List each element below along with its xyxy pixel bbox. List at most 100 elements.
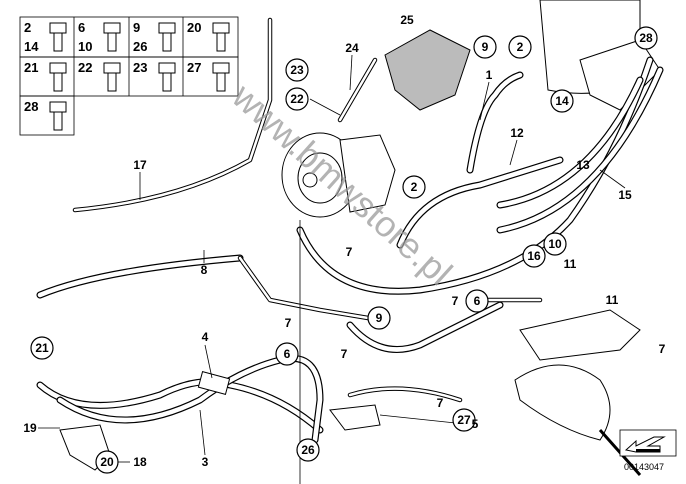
part-number-label: 8: [201, 263, 208, 277]
callout-c7d: 7: [341, 347, 348, 361]
legend-part-number: 2: [24, 20, 31, 35]
hose-clamp-icon: [49, 22, 67, 52]
part-number-label: 7: [346, 245, 353, 259]
callout-c9a: 9: [473, 35, 497, 59]
callout-c7b: 7: [452, 294, 459, 308]
callout-circle: [285, 58, 309, 82]
torx-bolt-icon: [49, 101, 67, 131]
callout-c6a: 6: [465, 289, 489, 313]
part-number-label: 4: [202, 330, 209, 344]
legend-part-number: 14: [24, 39, 39, 54]
part-number-label: 1: [486, 68, 493, 82]
callout-c27: 27: [452, 408, 476, 432]
part-number-label: 15: [618, 188, 632, 202]
callout-c9b: 9: [367, 306, 391, 330]
callout-c2a: 2: [508, 35, 532, 59]
legend-part-number: 22: [78, 60, 92, 75]
legend-cell: 28: [24, 99, 67, 131]
part-number-label: 7: [452, 294, 459, 308]
part-number-label: 26: [301, 443, 315, 457]
part-number-label: 2: [411, 180, 418, 194]
callout-c11b: 11: [606, 293, 619, 307]
callout-circle: [452, 408, 476, 432]
diagram-id: 00143047: [624, 462, 664, 472]
spacer-bolt-icon: [158, 62, 176, 92]
part-number-label: 20: [100, 455, 114, 469]
callout-circle: [296, 438, 320, 462]
callout-c8: 8: [201, 263, 208, 277]
legend-part-number: 26: [133, 39, 147, 54]
callout-c18: 18: [133, 455, 147, 469]
callout-circle: [550, 89, 574, 113]
callout-c21: 21: [30, 336, 54, 360]
part-number-label: 24: [345, 41, 359, 55]
part-number-label: 11: [564, 257, 577, 271]
callout-c23: 23: [285, 58, 309, 82]
callout-c13: 13: [576, 158, 590, 172]
part-number-label: 23: [290, 63, 304, 77]
part-number-label: 6: [474, 294, 481, 308]
part-number-label: 13: [576, 158, 590, 172]
reservoir: [539, 0, 661, 111]
part-number-label: 19: [23, 421, 37, 435]
part-number-label: 5: [472, 417, 479, 431]
callout-c19: 19: [23, 421, 37, 435]
legend-cell: 22: [78, 60, 121, 92]
fastener-legend: [19, 16, 239, 136]
banjo-bolt-icon: [212, 62, 230, 92]
part-number-label: 7: [285, 316, 292, 330]
callout-c1: 1: [486, 68, 493, 82]
part-number-label: 7: [659, 342, 666, 356]
legend-part-number: 20: [187, 20, 201, 35]
part-number-label: 17: [133, 158, 147, 172]
callout-c7a: 7: [346, 245, 353, 259]
legend-cell: 27: [187, 60, 230, 92]
legend-part-number: 9: [133, 20, 140, 35]
callout-c26: 26: [296, 438, 320, 462]
callout-c3: 3: [202, 455, 209, 469]
part-number-label: 14: [555, 94, 569, 108]
part-number-label: 7: [341, 347, 348, 361]
power-steering-pump: [281, 132, 396, 218]
legend-cell: 20: [187, 20, 230, 52]
legend-part-number: 21: [24, 60, 38, 75]
part-number-label: 9: [376, 311, 383, 325]
callout-c20: 20: [95, 450, 119, 474]
callout-circle: [275, 342, 299, 366]
hose-lines: [36, 56, 664, 444]
part-number-label: 28: [639, 31, 653, 45]
part-number-label: 6: [284, 347, 291, 361]
part-number-label: 27: [457, 413, 471, 427]
leader-lines: [38, 54, 626, 484]
flange-nut-icon: [49, 62, 67, 92]
legend-cell: 21: [24, 60, 67, 92]
hex-bolt-icon: [158, 22, 176, 52]
callout-c25: 25: [400, 13, 414, 27]
callout-c22: 22: [285, 87, 309, 111]
part-number-label: 25: [400, 13, 414, 27]
callout-circle: [508, 35, 532, 59]
legend-part-number: 6: [78, 20, 85, 35]
callout-c14: 14: [550, 89, 574, 113]
bracket: [329, 404, 381, 431]
callout-circle: [95, 450, 119, 474]
callout-c6b: 6: [275, 342, 299, 366]
callout-c24: 24: [345, 41, 359, 55]
callout-c7f: 7: [437, 396, 444, 410]
callout-circle: [30, 336, 54, 360]
callout-circle: [367, 306, 391, 330]
direction-arrow-box: [619, 429, 677, 457]
part-number-label: 16: [527, 249, 541, 263]
part-number-label: 18: [133, 455, 147, 469]
legend-part-number: 10: [78, 39, 92, 54]
part-number-label: 7: [437, 396, 444, 410]
callout-circle: [543, 232, 567, 256]
callout-circle: [522, 244, 546, 268]
legend-cell: 214: [24, 20, 67, 54]
callout-c11a: 11: [564, 257, 577, 271]
legend-cell: 23: [133, 60, 176, 92]
callout-c10: 10: [543, 232, 567, 256]
banjo-bolt-icon: [103, 22, 121, 52]
